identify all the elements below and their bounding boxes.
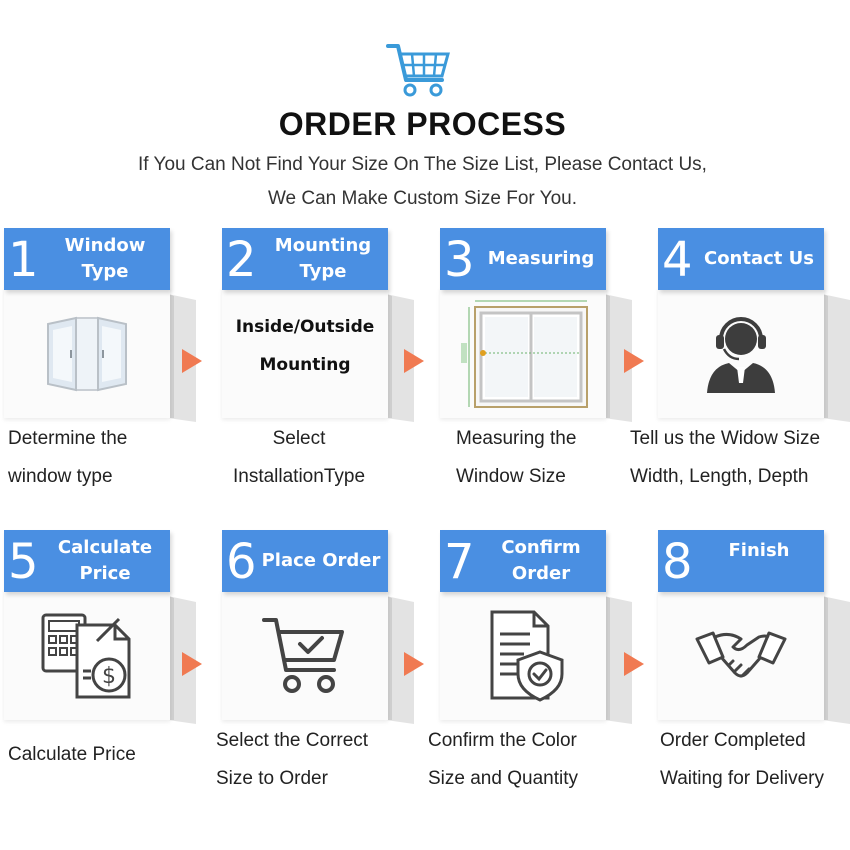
arrow-icon (404, 349, 424, 373)
step-panel (658, 590, 824, 720)
step-number: 2 (226, 232, 257, 288)
step-header: 6 Place Order (222, 530, 388, 592)
side-card-decoration (822, 596, 850, 724)
step-number: 4 (662, 232, 693, 288)
mounting-line-2: Mounting (259, 355, 351, 375)
window-measure-icon (440, 292, 606, 416)
shopping-cart-icon (386, 44, 450, 97)
step-number: 3 (444, 232, 475, 288)
mounting-text-panel: Inside/Outside Mounting (222, 292, 388, 416)
calculator-icon: $ (4, 594, 170, 718)
arrow-icon (182, 652, 202, 676)
arrow-icon (404, 652, 424, 676)
step-number: 8 (662, 534, 693, 590)
step-panel (222, 590, 388, 720)
subtitle-line-2: We Can Make Custom Size For You. (267, 188, 578, 209)
step-title: Finish (728, 540, 790, 561)
mounting-line-1: Inside/Outside (235, 317, 375, 337)
svg-text:$: $ (102, 664, 116, 689)
side-card-decoration (822, 294, 850, 422)
window-icon (4, 292, 170, 416)
customer-service-icon (658, 292, 824, 416)
page-title: ORDER PROCESS (278, 106, 567, 142)
step-title: Measuring (487, 248, 595, 269)
step-number: 6 (226, 534, 257, 590)
step-number: 1 (8, 232, 39, 288)
arrow-icon (182, 349, 202, 373)
arrow-icon (624, 349, 644, 373)
subtitle-line-1: If You Can Not Find Your Size On The Siz… (138, 154, 707, 175)
step-header: 4 Contact Us (658, 228, 824, 290)
step-number: 5 (8, 534, 39, 590)
step-panel (222, 288, 388, 418)
step-header: 8 Finish (658, 530, 824, 592)
step-title: Place Order (261, 550, 381, 571)
step-title: Contact Us (703, 248, 814, 269)
arrow-icon (624, 652, 644, 676)
handshake-icon (658, 594, 824, 718)
step-number: 7 (444, 534, 475, 590)
step-description: Calculate Price (8, 744, 136, 765)
document-shield-icon (440, 594, 606, 718)
step-header: 3 Measuring (440, 228, 606, 290)
cart-check-icon (222, 594, 388, 718)
